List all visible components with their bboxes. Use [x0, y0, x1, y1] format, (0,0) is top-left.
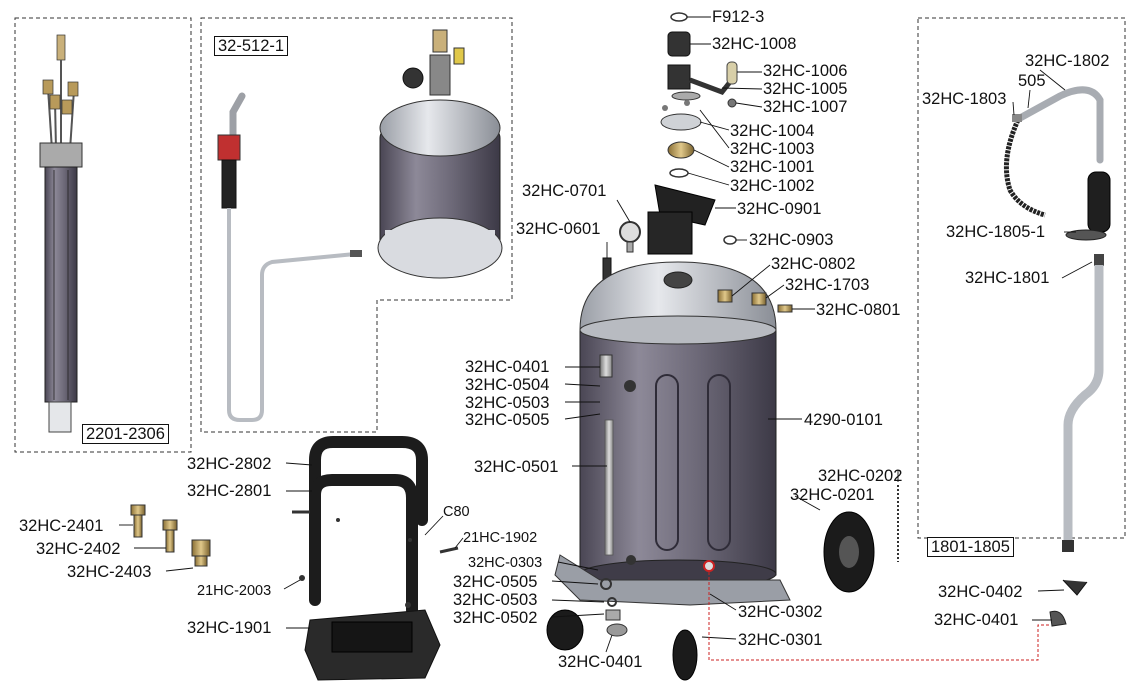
probe-tube-bundle — [39, 34, 83, 433]
part-label-0501: 32HC-0501 — [474, 458, 559, 476]
oring-0903 — [723, 235, 737, 245]
kit-label-siphon: 32-512-1 — [214, 36, 289, 56]
drain-link-line — [708, 572, 1050, 661]
part-label-0503-top: 32HC-0503 — [465, 394, 550, 412]
part-label-0202: 32HC-0202 — [818, 467, 903, 485]
part-label-f912-3: F912-3 — [712, 8, 765, 26]
part-label-0901: 32HC-0901 — [737, 200, 822, 218]
part-label-0402: 32HC-0402 — [938, 583, 1023, 601]
cart-handle-upper — [309, 436, 428, 541]
part-label-2401: 32HC-2401 — [19, 517, 104, 535]
part-label-0505-bottom: 32HC-0505 — [453, 573, 538, 591]
tank-base-and-casters — [546, 485, 899, 681]
part-label-1802: 32HC-1802 — [1025, 52, 1110, 70]
part-label-0701: 32HC-0701 — [522, 182, 607, 200]
part-label-21hc-2003: 21HC-2003 — [197, 583, 272, 599]
part-label-1008: 32HC-1008 — [712, 35, 797, 53]
fitting-2402 — [162, 519, 178, 553]
part-label-0401-right: 32HC-0401 — [934, 611, 1019, 629]
part-label-0601: 32HC-0601 — [516, 220, 601, 238]
part-label-1005: 32HC-1005 — [763, 80, 848, 98]
part-label-1801: 32HC-1801 — [965, 269, 1050, 287]
kit-frame-siphon — [200, 17, 513, 433]
kit-frame-hose — [917, 17, 1126, 539]
part-label-2402: 32HC-2402 — [36, 540, 121, 558]
part-label-0303: 32HC-0303 — [468, 555, 543, 571]
handle-base-block — [304, 609, 441, 681]
part-label-0401-top: 32HC-0401 — [465, 358, 550, 376]
part-label-0502: 32HC-0502 — [453, 609, 538, 627]
part-label-c80: C80 — [443, 504, 470, 520]
elbow-parts-right — [1049, 579, 1088, 627]
hose-1803-and-bend — [1003, 86, 1111, 241]
part-label-0504-top: 32HC-0504 — [465, 376, 550, 394]
gauge-0701 — [619, 221, 641, 253]
leader-lines — [119, 16, 1093, 653]
part-label-0201: 32HC-0201 — [790, 486, 875, 504]
suction-tube-1801 — [1062, 254, 1104, 552]
kit-label-hose: 1801-1805 — [927, 537, 1014, 557]
part-label-4290-0101: 4290-0101 — [804, 411, 883, 429]
part-label-1001: 32HC-1001 — [730, 158, 815, 176]
part-label-2403: 32HC-2403 — [67, 563, 152, 581]
part-label-1901: 32HC-1901 — [187, 619, 272, 637]
part-label-0505-top: 32HC-0505 — [465, 411, 550, 429]
part-label-1805-1: 32HC-1805-1 — [946, 223, 1046, 241]
fitting-2401 — [130, 504, 146, 538]
part-label-1006: 32HC-1006 — [763, 62, 848, 80]
siphon-wand — [217, 92, 362, 422]
part-label-0503-bottom: 32HC-0503 — [453, 591, 538, 609]
kit-frame-probes — [14, 17, 192, 453]
part-label-1003: 32HC-1003 — [730, 140, 815, 158]
part-label-0302: 32HC-0302 — [738, 603, 823, 621]
kit-label-probes: 2201-2306 — [82, 424, 169, 444]
funnel-0901 — [647, 184, 716, 255]
part-label-1004: 32HC-1004 — [730, 122, 815, 140]
part-label-0401-bottom: 32HC-0401 — [558, 653, 643, 671]
main-tank — [579, 261, 793, 589]
siphon-canister — [377, 29, 503, 279]
part-label-2802: 32HC-2802 — [187, 455, 272, 473]
part-label-21hc-1902: 21HC-1902 — [463, 530, 538, 546]
cart-handle-lower — [309, 474, 418, 616]
handle-bolts — [292, 510, 459, 608]
top-cap-stack — [660, 12, 738, 178]
fitting-2403 — [191, 539, 211, 567]
part-label-0802: 32HC-0802 — [771, 255, 856, 273]
part-label-0801: 32HC-0801 — [816, 301, 901, 319]
part-label-1803: 32HC-1803 — [922, 90, 1007, 108]
part-label-1002: 32HC-1002 — [730, 177, 815, 195]
part-label-1703: 32HC-1703 — [785, 276, 870, 294]
part-label-2801: 32HC-2801 — [187, 482, 272, 500]
part-label-0301: 32HC-0301 — [738, 631, 823, 649]
part-label-0903: 32HC-0903 — [749, 231, 834, 249]
part-label-1007: 32HC-1007 — [763, 98, 848, 116]
part-label-505: 505 — [1018, 72, 1046, 90]
